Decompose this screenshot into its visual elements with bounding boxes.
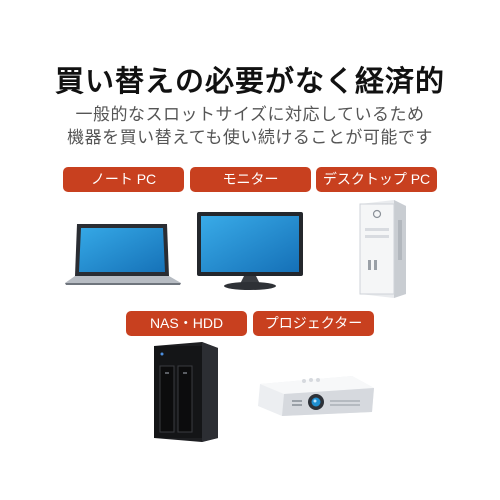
label-projector: プロジェクター [253, 311, 374, 336]
nas-icon [150, 338, 222, 448]
monitor-icon [196, 210, 306, 296]
subtitle-line-2: 機器を買い替えても使い続けることが可能です [67, 128, 433, 148]
label-desktop: デスクトップ PC [316, 167, 437, 192]
headline: 買い替えの必要がなく経済的 [54, 64, 445, 98]
label-laptop: ノート PC [63, 167, 184, 192]
label-nas: NAS・HDD [126, 311, 247, 336]
laptop-icon [63, 216, 185, 290]
desktop-tower-icon [354, 200, 414, 304]
projector-icon [254, 372, 378, 422]
label-monitor: モニター [190, 167, 311, 192]
subtitle-line-1: 一般的なスロットサイズに対応しているため [75, 105, 425, 125]
